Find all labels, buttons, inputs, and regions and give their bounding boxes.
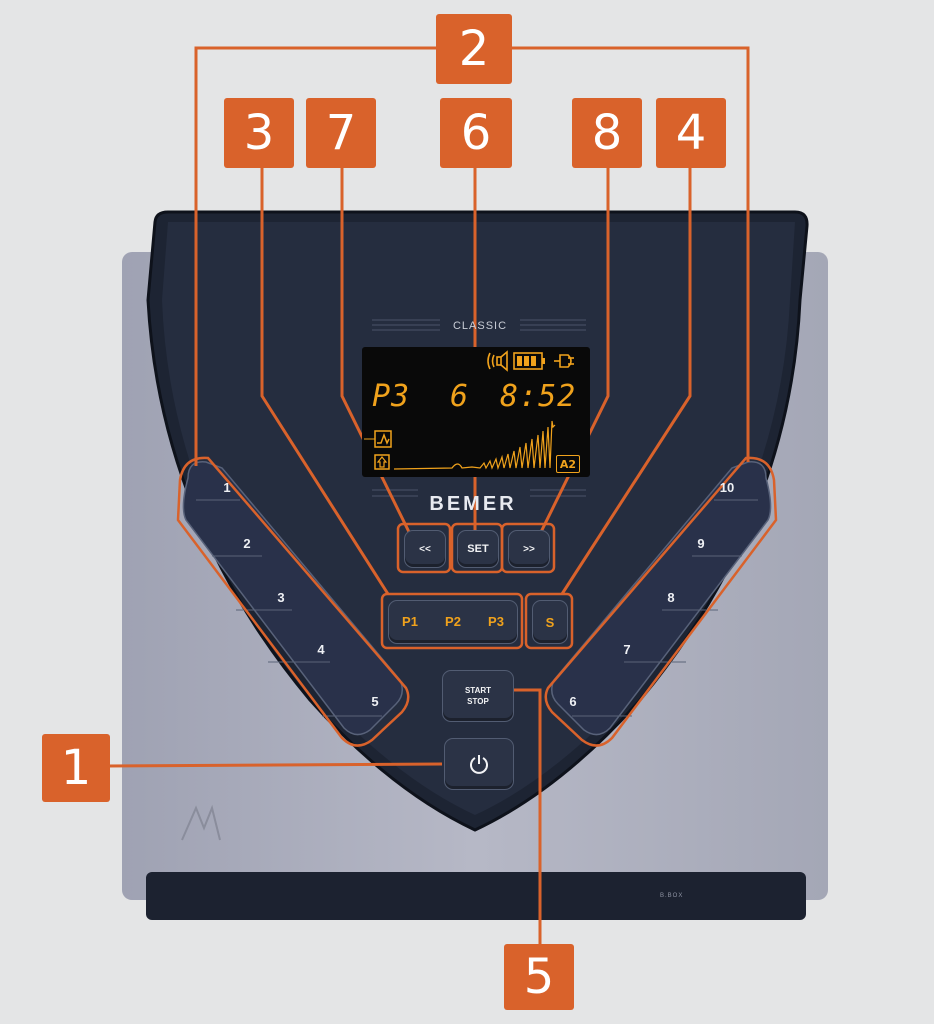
timer-readout: 8:52 xyxy=(500,379,577,414)
power-button[interactable] xyxy=(444,738,514,790)
level-button-2[interactable]: 2 xyxy=(243,536,251,551)
base-label: B.BOX xyxy=(660,893,684,899)
battery-icon xyxy=(513,352,545,370)
callout-5: 5 xyxy=(504,944,574,1010)
level-button-8[interactable]: 8 xyxy=(667,590,675,605)
lcd-display: P3 6 8:52 A2 xyxy=(362,347,590,477)
stop-label: STOP xyxy=(467,697,489,706)
program-2-button[interactable]: P2 xyxy=(445,614,461,629)
callout-4: 4 xyxy=(656,98,726,168)
level-button-9[interactable]: 9 xyxy=(697,536,705,551)
program-buttons-group xyxy=(388,600,518,644)
upload-icon xyxy=(374,454,390,470)
left-level-strip xyxy=(182,461,403,736)
level-button-3[interactable]: 3 xyxy=(277,590,285,605)
mode-badge: A2 xyxy=(556,455,580,473)
level-button-1[interactable]: 1 xyxy=(223,480,231,495)
prev-button[interactable]: << xyxy=(404,530,446,568)
power-plug-icon xyxy=(554,354,574,368)
start-label: START xyxy=(464,686,492,695)
corner-logo-icon xyxy=(181,804,221,841)
program-readout: P3 xyxy=(372,379,411,414)
level-button-4[interactable]: 4 xyxy=(317,642,325,657)
callout-1: 1 xyxy=(42,734,110,802)
sound-icon xyxy=(487,350,508,372)
pulse-mode-icon xyxy=(364,430,392,448)
model-label: CLASSIC xyxy=(452,320,508,332)
s-button[interactable]: S xyxy=(532,600,568,644)
callout-8: 8 xyxy=(572,98,642,168)
start-stop-button[interactable]: START STOP xyxy=(442,670,514,722)
level-readout: 6 xyxy=(450,379,470,414)
level-button-6[interactable]: 6 xyxy=(569,694,577,709)
power-icon xyxy=(470,755,488,774)
callout-3: 3 xyxy=(224,98,294,168)
level-button-7[interactable]: 7 xyxy=(623,642,631,657)
callout-6: 6 xyxy=(440,98,512,168)
callout-7: 7 xyxy=(306,98,376,168)
callout-2: 2 xyxy=(436,14,512,84)
waveform xyxy=(393,420,556,471)
callout-leader-lines xyxy=(107,46,750,944)
brand-logo: BEMER xyxy=(429,493,517,515)
set-button[interactable]: SET xyxy=(457,530,499,568)
device-base xyxy=(146,872,806,920)
level-button-5[interactable]: 5 xyxy=(371,694,379,709)
next-button[interactable]: >> xyxy=(508,530,550,568)
program-3-button[interactable]: P3 xyxy=(488,614,504,629)
program-1-button[interactable]: P1 xyxy=(402,614,418,629)
level-button-10[interactable]: 10 xyxy=(719,480,735,495)
right-level-strip xyxy=(551,461,772,736)
